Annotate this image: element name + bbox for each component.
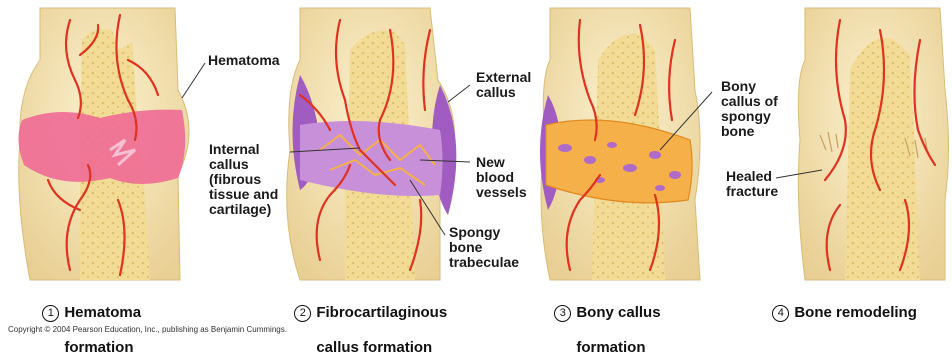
- label-internal-callus: Internal callus (fibrous tissue and cart…: [209, 142, 278, 217]
- stage-number-1: 1: [42, 305, 59, 322]
- stage-number-3: 3: [554, 305, 571, 322]
- label-bony-callus: Bony callus of spongy bone: [721, 79, 778, 139]
- caption-line1: Bone remodeling: [794, 304, 917, 321]
- caption-stage-2: 2 Fibrocartilaginous callus formation: [286, 287, 447, 356]
- caption-line2: formation: [64, 339, 133, 356]
- panel-hematoma-formation: [18, 8, 189, 280]
- caption-line1: Bony callus: [576, 304, 660, 321]
- label-healed-fracture: Healed fracture: [726, 169, 778, 199]
- caption-stage-3: 3 Bony callus formation: [546, 287, 661, 356]
- stage-number-2: 2: [294, 305, 311, 322]
- caption-line1: Hematoma: [64, 304, 141, 321]
- leader-external-callus: [448, 85, 470, 102]
- caption-stage-1: 1 Hematoma formation: [34, 287, 141, 356]
- label-new-blood-vessels: New blood vessels: [476, 155, 527, 200]
- leader-hematoma: [182, 63, 205, 98]
- label-external-callus: External callus: [476, 70, 531, 100]
- hematoma-mass: [18, 110, 185, 184]
- caption-line1: Fibrocartilaginous: [316, 304, 447, 321]
- internal-callus: [300, 121, 443, 196]
- caption-stage-4: 4 Bone remodeling: [764, 287, 917, 322]
- caption-line2: formation: [576, 339, 645, 356]
- stage-number-4: 4: [772, 305, 789, 322]
- copyright-notice: Copyright © 2004 Pearson Education, Inc.…: [8, 325, 287, 334]
- panel-fibrocartilaginous-callus: [287, 8, 457, 280]
- panel-bony-callus: [540, 8, 700, 280]
- label-spongy-bone-trabeculae: Spongy bone trabeculae: [449, 225, 519, 270]
- caption-line2: callus formation: [316, 339, 432, 356]
- panel-bone-remodeling: [798, 8, 948, 280]
- label-hematoma: Hematoma: [208, 53, 280, 68]
